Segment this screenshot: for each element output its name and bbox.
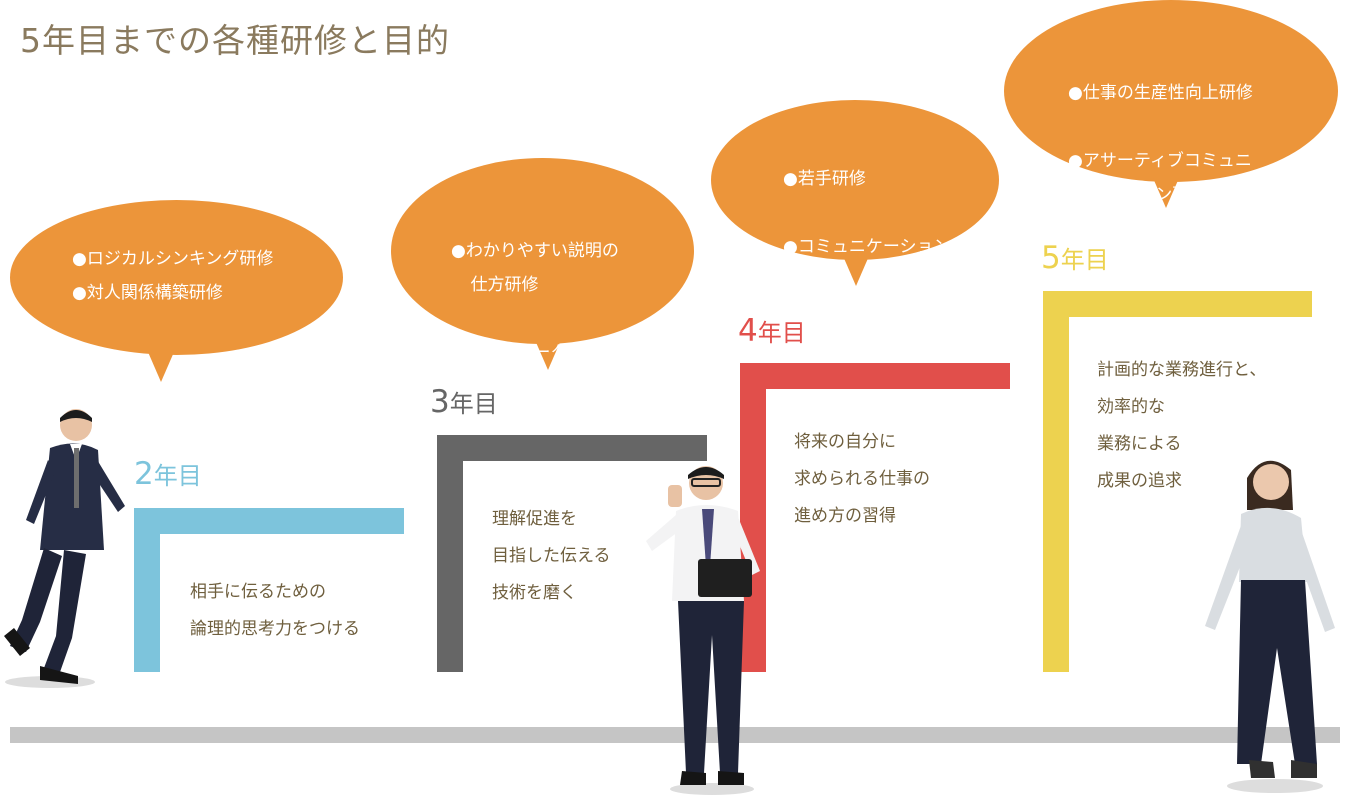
page-title: 5年目までの各種研修と目的 <box>20 21 450 60</box>
purpose-line: 進め方の習得 <box>794 506 896 526</box>
purpose-year4: 将来の自分に 求められる仕事の 進め方の習得 <box>794 424 930 535</box>
year-number: 4 <box>738 313 758 349</box>
purpose-year2: 相手に伝るための 論理的思考力をつける <box>190 574 360 648</box>
training-item: 若手研修 <box>783 162 951 196</box>
year-label-3: 3年目 <box>430 384 498 420</box>
year-label-2: 2年目 <box>134 456 202 492</box>
year-suffix: 年目 <box>1060 246 1109 274</box>
year-suffix: 年目 <box>757 319 806 347</box>
purpose-line: 業務による <box>1097 434 1182 454</box>
ground-line <box>10 727 1340 743</box>
year-suffix: 年目 <box>153 462 202 490</box>
purpose-line: 計画的な業務進行と、 <box>1097 360 1267 380</box>
bubble-tail-year2 <box>148 352 174 382</box>
training-list-year2: ロジカルシンキング研修 対人関係構築研修 <box>72 242 274 310</box>
training-item: アサーティブコミュニ ケーション研修 <box>1068 144 1253 212</box>
year-number: 3 <box>430 384 450 420</box>
year-number: 5 <box>1041 240 1061 276</box>
training-item: 対人関係構築研修 <box>72 276 273 310</box>
person-walking-suit <box>4 409 125 688</box>
person-thumbs-up <box>646 466 760 795</box>
training-item: チームワーク入門研修 <box>451 336 636 370</box>
training-item: 仕事の生産性向上研修 <box>1068 76 1253 110</box>
year-number: 2 <box>134 456 154 492</box>
training-item: ロジカルシンキング研修 <box>72 242 274 276</box>
purpose-line: 成果の追求 <box>1097 471 1182 491</box>
year-label-4: 4年目 <box>738 313 806 349</box>
training-list-year5: 仕事の生産性向上研修 アサーティブコミュニ ケーション研修 <box>1068 42 1253 246</box>
purpose-line: 目指した伝える <box>492 546 611 566</box>
purpose-line: 相手に伝るための <box>190 582 326 602</box>
training-list-year3: わかりやすい説明の 仕方研修 チームワーク入門研修 <box>451 200 636 404</box>
purpose-line: 理解促進を <box>492 509 577 529</box>
purpose-year3: 理解促進を 目指した伝える 技術を磨く <box>492 501 611 612</box>
purpose-year5: 計画的な業務進行と、 効率的な 業務による 成果の追求 <box>1097 352 1266 500</box>
person-walking-woman <box>1205 460 1335 793</box>
training-list-year4: 若手研修 コミュニケーション 研修 <box>783 128 951 332</box>
year-suffix: 年目 <box>449 390 498 418</box>
training-item: コミュニケーション 研修 <box>783 230 951 298</box>
purpose-line: 求められる仕事の <box>794 469 930 489</box>
year-label-5: 5年目 <box>1041 240 1109 276</box>
purpose-line: 技術を磨く <box>492 583 577 603</box>
training-item: わかりやすい説明の 仕方研修 <box>451 234 635 302</box>
purpose-line: 効率的な <box>1097 397 1165 417</box>
purpose-line: 論理的思考力をつける <box>190 619 360 639</box>
purpose-line: 将来の自分に <box>794 432 896 452</box>
